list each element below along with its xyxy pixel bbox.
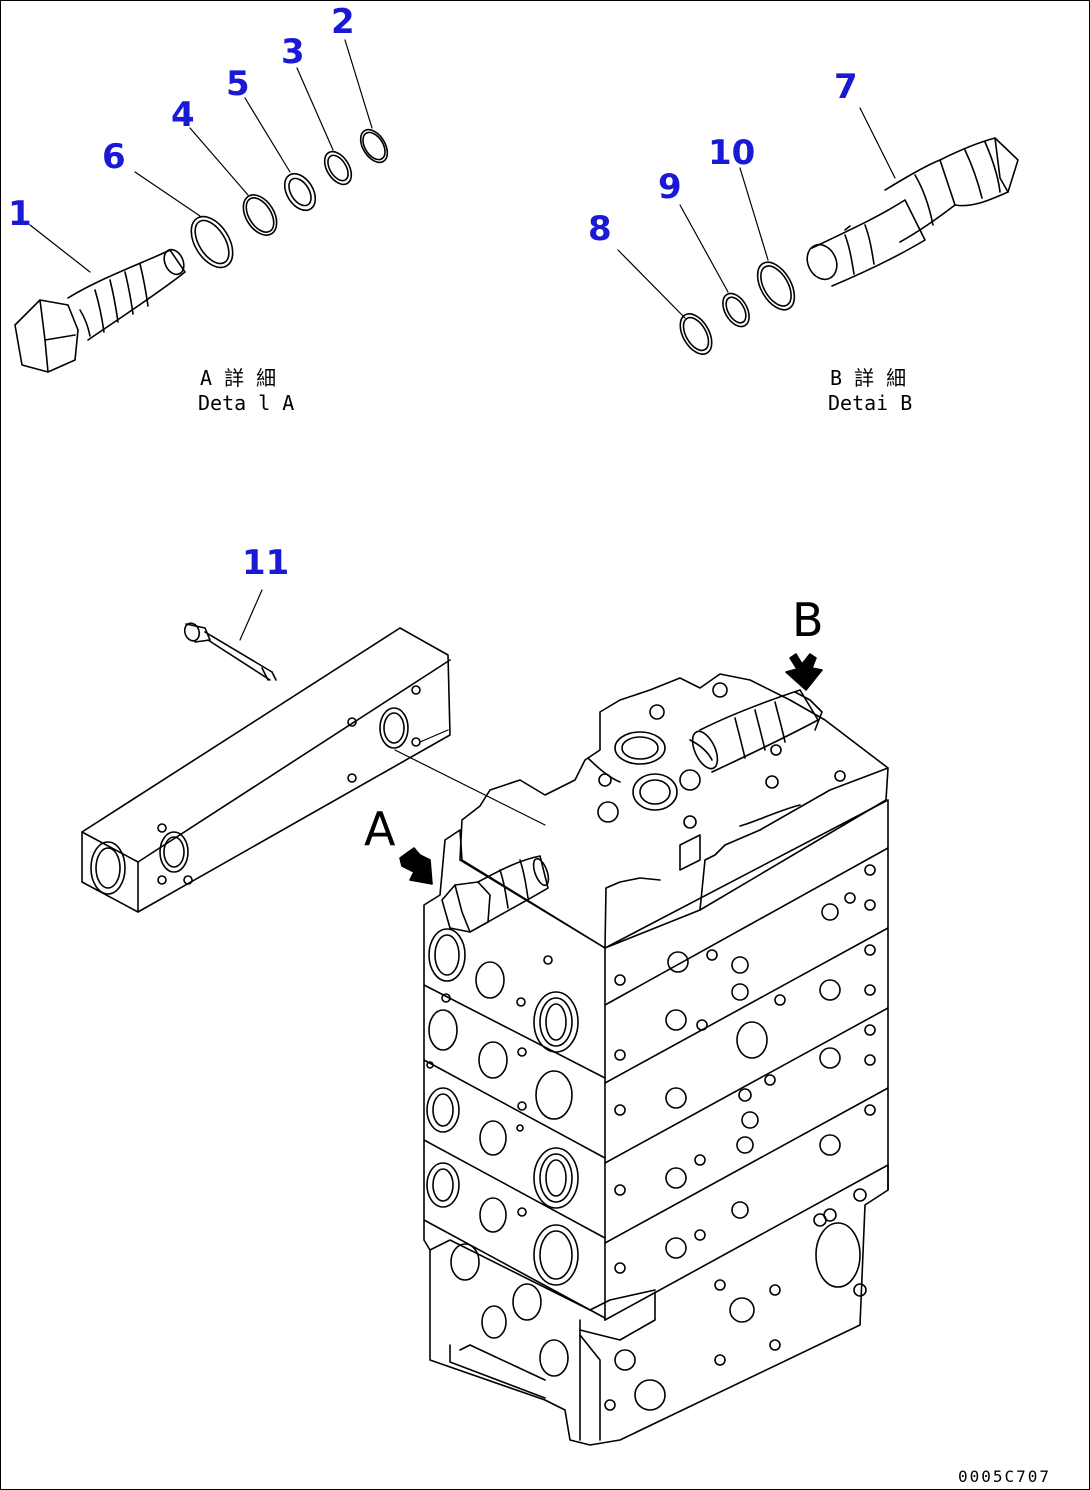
callout-5: 5 — [226, 64, 250, 104]
o-ring-4 — [242, 194, 278, 236]
detail-a-leaders — [29, 39, 373, 273]
callout-9: 9 — [658, 167, 682, 207]
callout-4: 4 — [171, 95, 195, 135]
detail-a-o-rings — [190, 128, 389, 269]
callout-11: 11 — [242, 543, 289, 583]
detail-b-o-rings — [679, 261, 796, 355]
detail-b-leaders — [617, 107, 896, 319]
o-ring-8 — [679, 313, 713, 355]
valve-top-section — [459, 673, 889, 949]
view-arrow-a — [399, 847, 433, 885]
detail-b-caption-jp: B 詳 細 — [830, 366, 906, 390]
callout-1: 1 — [8, 194, 32, 234]
view-label-b: B — [792, 593, 824, 647]
detail-a-caption-en: Deta l A — [198, 391, 294, 415]
bolt-11 — [183, 589, 277, 681]
cartridge-a-installed — [441, 855, 550, 933]
o-ring-10 — [756, 261, 796, 311]
callout-7: 7 — [834, 67, 858, 107]
backup-ring-5 — [283, 172, 317, 212]
o-ring-6 — [190, 215, 234, 269]
detail-a-caption-jp: A 詳 細 — [200, 366, 276, 390]
end-block — [81, 627, 546, 913]
view-label-a: A — [364, 802, 396, 856]
backup-ring-3 — [323, 150, 353, 186]
o-ring-2 — [359, 128, 389, 164]
callout-6: 6 — [102, 137, 126, 177]
callout-8: 8 — [588, 209, 612, 249]
valve-stack — [423, 799, 889, 1446]
detail-b-caption-en: Detai B — [828, 391, 912, 415]
detail-b-cartridge — [806, 137, 1019, 287]
callout-3: 3 — [281, 32, 305, 72]
view-arrow-b — [785, 653, 823, 691]
detail-a-cartridge — [14, 248, 186, 373]
backup-ring-9 — [722, 292, 750, 328]
callout-2: 2 — [331, 2, 355, 42]
callout-10: 10 — [708, 133, 755, 173]
drawing-number: 0005C707 — [958, 1467, 1051, 1486]
cartridge-b-installed — [691, 689, 823, 773]
